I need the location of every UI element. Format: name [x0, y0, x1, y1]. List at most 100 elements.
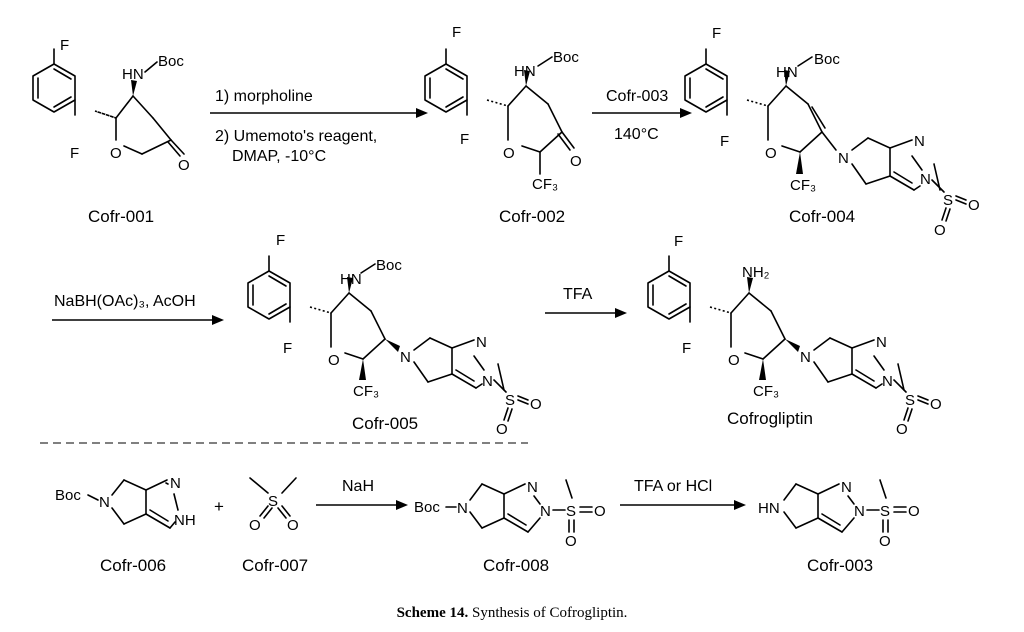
atom-hn: HN	[340, 271, 362, 288]
atom-cf3: CF₃	[790, 177, 816, 194]
atom-hn: HN	[758, 500, 780, 517]
atom-o: O	[896, 421, 908, 438]
atom-n: N	[527, 479, 538, 496]
compound-label: Cofr-006	[100, 556, 166, 575]
atom-nh2: NH₂	[742, 264, 770, 281]
atom-hn: HN	[776, 64, 798, 81]
condition-text: TFA	[563, 286, 593, 303]
condition-text: NaBH(OAc)₃, AcOH	[54, 293, 196, 310]
reaction-arrow-5[interactable]: NaH	[316, 478, 408, 510]
atom-s: S	[943, 192, 953, 209]
atom-cf3: CF₃	[753, 383, 779, 400]
atom-cf3: CF₃	[353, 383, 379, 400]
compound-cofr-002: F F HN Boc O O CF₃ Cofr-002	[424, 24, 582, 226]
compound-cofr-004: F F HN Boc O CF₃ N N N S O	[684, 25, 980, 239]
figure-caption: Scheme 14. Synthesis of Cofrogliptin.	[0, 605, 1024, 622]
atom-n: N	[841, 479, 852, 496]
compound-label: Cofr-002	[499, 207, 565, 226]
atom-boc: Boc	[376, 257, 402, 274]
atom-n: N	[540, 503, 551, 520]
atom-s: S	[905, 392, 915, 409]
reaction-arrow-1[interactable]: 1) morpholine 2) Umemoto's reagent, DMAP…	[210, 88, 428, 165]
atom-boc: Boc	[414, 499, 440, 516]
compound-label: Cofr-007	[242, 556, 308, 575]
atom-n: N	[476, 334, 487, 351]
compound-label: Cofr-008	[483, 556, 549, 575]
atom-f: F	[283, 340, 292, 357]
atom-s: S	[505, 392, 515, 409]
compound-cofr-007: S O O Cofr-007	[242, 477, 308, 575]
compound-cofr-001: F F HN Boc O O Cofr-001	[32, 37, 190, 226]
atom-f: F	[460, 131, 469, 148]
atom-boc: Boc	[553, 49, 579, 66]
atom-f: F	[452, 24, 461, 41]
atom-s: S	[880, 503, 890, 520]
compound-cofr-005: F F HN Boc O CF₃ N N N S O	[247, 232, 542, 438]
condition-text: Cofr-003	[606, 88, 668, 105]
atom-o: O	[570, 153, 582, 170]
condition-text: NaH	[342, 478, 374, 495]
compound-cofr-006: Boc N N NH Cofr-006	[55, 475, 196, 575]
atom-n: N	[482, 373, 493, 390]
atom-nh: NH	[174, 512, 196, 529]
plus-sign: +	[214, 497, 224, 516]
atom-o: O	[879, 533, 891, 550]
atom-boc: Boc	[814, 51, 840, 68]
atom-o: O	[178, 157, 190, 174]
atom-f: F	[276, 232, 285, 249]
atom-n: N	[876, 334, 887, 351]
atom-n: N	[838, 150, 849, 167]
compound-cofr-008: Boc N N N S O O Cofr-008	[414, 479, 606, 575]
atom-n: N	[170, 475, 181, 492]
atom-f: F	[70, 145, 79, 162]
atom-o: O	[930, 396, 942, 413]
compound-label: Cofr-005	[352, 414, 418, 433]
atom-n: N	[457, 500, 468, 517]
compound-label: Cofr-004	[789, 207, 855, 226]
condition-text: 140°C	[614, 126, 659, 143]
condition-text: TFA or HCl	[634, 478, 712, 495]
atom-f: F	[674, 233, 683, 250]
atom-o: O	[594, 503, 606, 520]
atom-n: N	[854, 503, 865, 520]
atom-o: O	[728, 352, 740, 369]
caption-label: Scheme 14.	[396, 605, 469, 621]
atom-o: O	[934, 222, 946, 239]
atom-o: O	[328, 352, 340, 369]
atom-o: O	[765, 145, 777, 162]
atom-o: O	[110, 145, 122, 162]
reaction-arrow-3[interactable]: NaBH(OAc)₃, AcOH	[52, 293, 224, 325]
reaction-arrow-4[interactable]: TFA	[545, 286, 627, 318]
atom-o: O	[908, 503, 920, 520]
caption-text: Synthesis of Cofrogliptin.	[471, 605, 628, 621]
reaction-arrow-6[interactable]: TFA or HCl	[620, 478, 746, 510]
atom-o: O	[496, 421, 508, 438]
atom-n: N	[882, 373, 893, 390]
atom-s: S	[268, 493, 278, 510]
reaction-arrow-2[interactable]: Cofr-003 140°C	[592, 88, 692, 143]
atom-o: O	[565, 533, 577, 550]
atom-f: F	[60, 37, 69, 54]
atom-o: O	[968, 197, 980, 214]
atom-f: F	[682, 340, 691, 357]
compound-cofrogliptin: F F NH₂ O CF₃ N N N S O O	[647, 233, 942, 438]
atom-hn: HN	[122, 66, 144, 83]
atom-cf3: CF₃	[532, 176, 558, 193]
atom-n: N	[99, 494, 110, 511]
atom-o: O	[530, 396, 542, 413]
compound-cofr-003: HN N N S O O Cofr-003	[758, 479, 920, 575]
atom-n: N	[914, 133, 925, 150]
atom-f: F	[720, 133, 729, 150]
condition-text: 1) morpholine	[215, 88, 313, 105]
atom-f: F	[712, 25, 721, 42]
atom-hn: HN	[514, 63, 536, 80]
atom-o: O	[503, 145, 515, 162]
compound-label: Cofr-001	[88, 207, 154, 226]
condition-text: DMAP, -10°C	[232, 148, 326, 165]
atom-o: O	[287, 517, 299, 534]
synthesis-scheme: F F HN Boc O O Cofr-001 1) morpholine 2)…	[32, 24, 980, 575]
atom-o: O	[249, 517, 261, 534]
condition-text: 2) Umemoto's reagent,	[215, 128, 377, 145]
atom-n: N	[920, 171, 931, 188]
atom-boc: Boc	[158, 53, 184, 70]
